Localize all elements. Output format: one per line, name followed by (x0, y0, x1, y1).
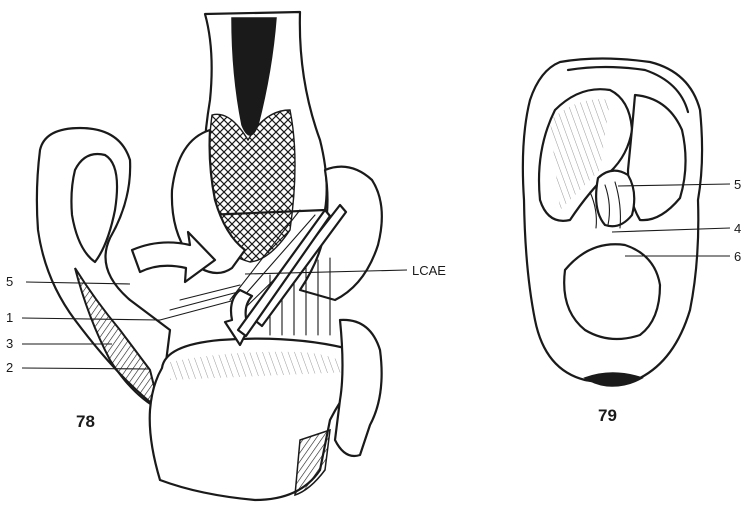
fibula-shaft-shadow (295, 430, 330, 495)
figure-79-plateau-drawing (523, 59, 702, 387)
fig79-label-4: 4 (734, 221, 741, 236)
figure-79-number: 79 (598, 406, 617, 425)
fig79-label-6: 6 (734, 249, 741, 264)
fig78-label-3: 3 (6, 336, 13, 351)
fig78-label-5: 5 (6, 274, 13, 289)
fig78-label-2: 2 (6, 360, 13, 375)
fibula-head (335, 320, 382, 456)
fig78-label-1: 1 (6, 310, 13, 325)
lower-facet (564, 244, 660, 339)
fig79-label-5: 5 (734, 177, 741, 192)
tibia-base-dark (585, 373, 642, 386)
fig78-label-lcae: LCAE (412, 263, 446, 278)
intercondylar-notch (596, 171, 634, 227)
figure-78-number: 78 (76, 412, 95, 431)
